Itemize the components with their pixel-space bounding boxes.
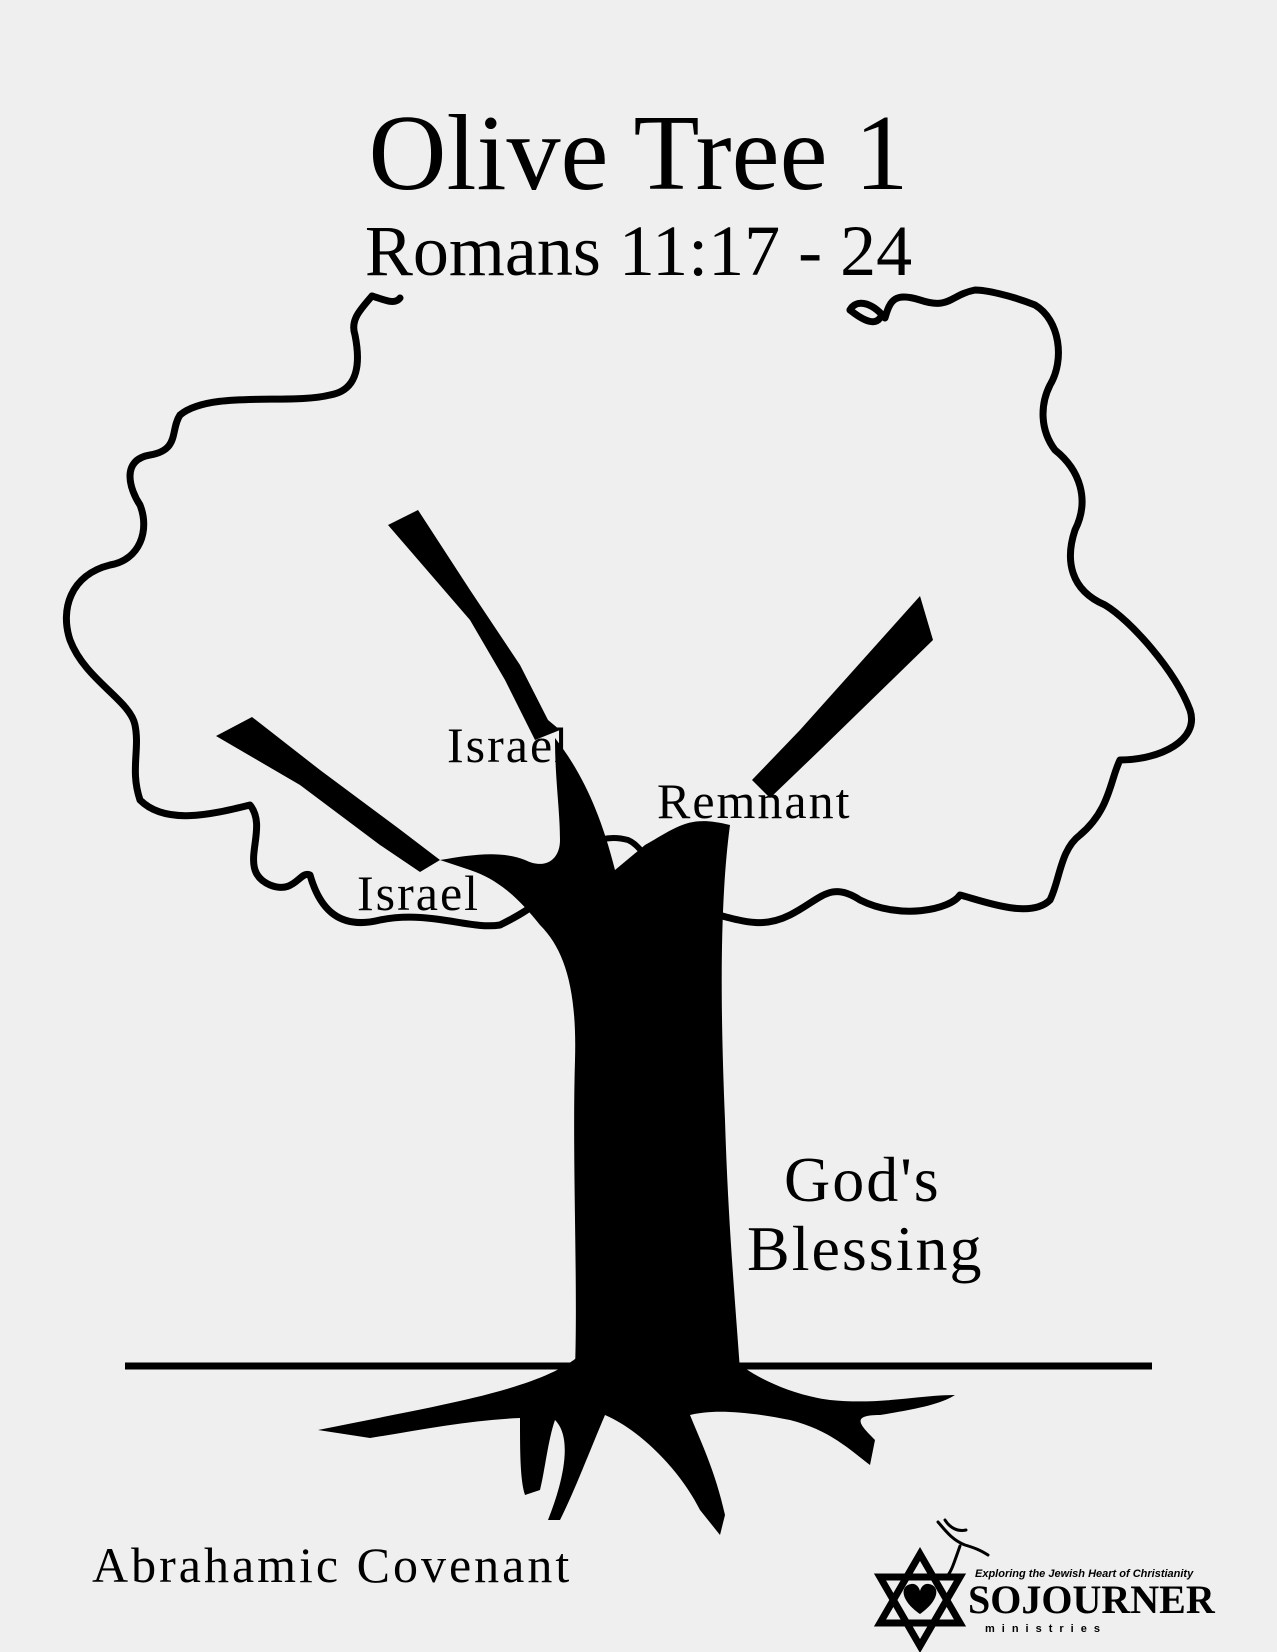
logo-subname: ministries: [985, 1623, 1107, 1635]
page-subtitle: Romans 11:17 - 24: [364, 211, 913, 291]
dove-icon: [936, 1518, 990, 1577]
tree-canopy-outline: [62, 286, 1196, 930]
heart-icon: [903, 1583, 937, 1614]
logo-tagline: Exploring the Jewish Heart of Christiani…: [975, 1568, 1194, 1580]
tree-roots: [318, 1355, 955, 1535]
canopy-hook-right: [846, 306, 884, 326]
branch-israel-lower: [216, 717, 440, 872]
label-abrahamic-covenant: Abrahamic Covenant: [92, 1537, 573, 1593]
label-gods: God's: [784, 1144, 941, 1215]
branch-remnant: [752, 596, 933, 798]
logo-name: SOJOURNER: [968, 1577, 1215, 1622]
canopy-hook-left: [368, 292, 404, 305]
label-blessing: Blessing: [747, 1213, 984, 1284]
branch-israel-upper: [388, 510, 560, 740]
star-of-david-icon: [873, 1547, 967, 1652]
tree-trunk: [440, 738, 740, 1370]
label-remnant: Remnant: [657, 773, 852, 829]
label-israel-lower: Israel: [357, 865, 481, 921]
page-title: Olive Tree 1: [368, 94, 909, 213]
label-israel-upper: Israel: [447, 717, 571, 773]
